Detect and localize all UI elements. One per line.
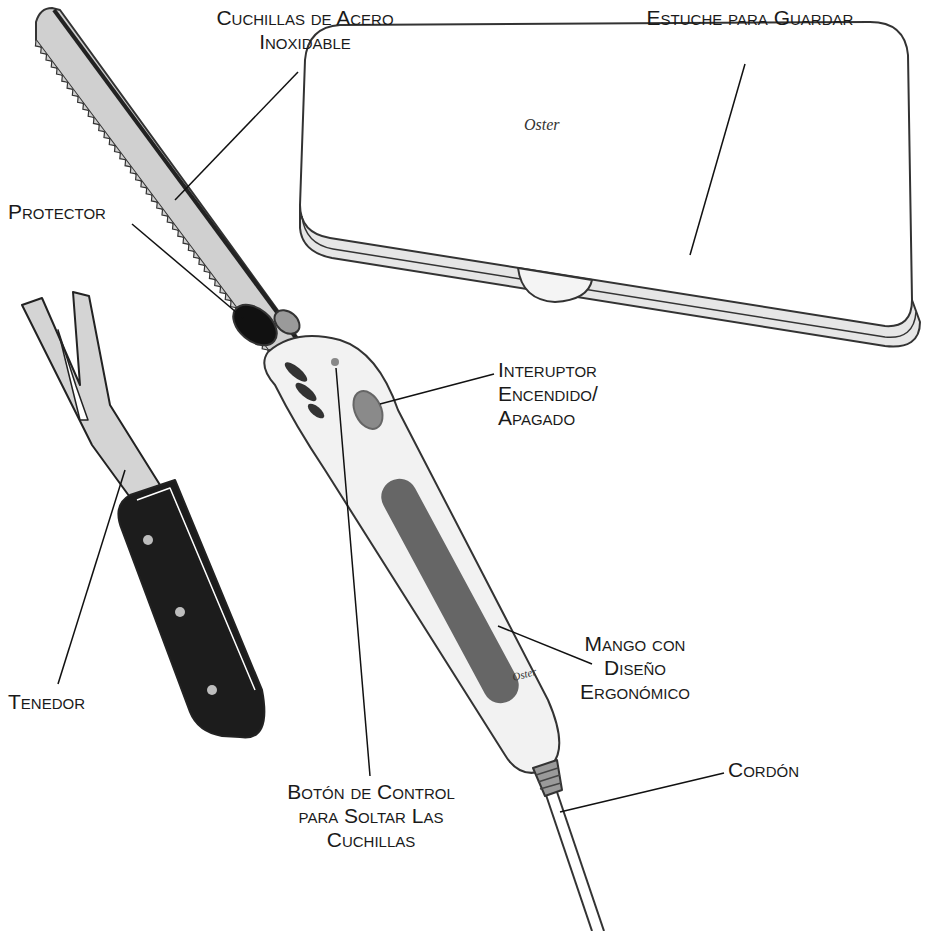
serration	[204, 265, 210, 272]
serration	[104, 132, 110, 139]
brand-logo: Oster	[524, 116, 560, 134]
serration	[109, 139, 115, 146]
power-cord	[546, 792, 604, 931]
serration	[194, 251, 200, 258]
serration	[209, 273, 215, 280]
serration	[173, 223, 179, 230]
part-label: Cordón	[728, 758, 848, 782]
serration	[35, 40, 41, 47]
serration	[57, 68, 63, 75]
serration	[151, 195, 157, 202]
serration	[199, 258, 205, 265]
serration	[51, 61, 57, 68]
serration	[146, 188, 152, 195]
serration	[157, 202, 163, 209]
serration	[67, 82, 73, 89]
serration	[46, 54, 52, 61]
serration	[178, 230, 184, 237]
serration	[225, 294, 231, 301]
serration	[83, 103, 89, 110]
part-label: Botón de Control para Soltar Las Cuchill…	[266, 780, 476, 852]
serration	[183, 237, 189, 244]
serration	[136, 174, 142, 181]
part-label: Cuchillas de Acero Inoxidable	[200, 6, 410, 54]
serration	[125, 160, 131, 167]
part-label: Tenedor	[8, 690, 138, 714]
serration	[99, 125, 105, 132]
storage-case	[300, 22, 920, 347]
serration	[72, 89, 78, 96]
serration	[120, 153, 126, 160]
serration	[215, 280, 221, 287]
serration	[167, 216, 173, 223]
serration	[41, 47, 47, 54]
serration	[130, 167, 136, 174]
serration	[188, 244, 194, 251]
part-label: Interuptor Encendido/ Apagado	[498, 358, 638, 430]
part-label: Estuche para Guardar	[640, 6, 860, 30]
serration	[231, 301, 237, 308]
serration	[88, 110, 94, 117]
serration	[162, 209, 168, 216]
leader-lines	[58, 64, 745, 812]
serration	[78, 96, 84, 103]
serration	[93, 118, 99, 125]
serration	[115, 146, 121, 153]
serration	[62, 75, 68, 82]
part-label: Protector	[8, 200, 148, 224]
carving-fork	[22, 292, 264, 737]
serration	[141, 181, 147, 188]
blade	[35, 8, 298, 352]
part-label: Mango con Diseño Ergonómico	[556, 632, 714, 704]
serration	[220, 287, 226, 294]
